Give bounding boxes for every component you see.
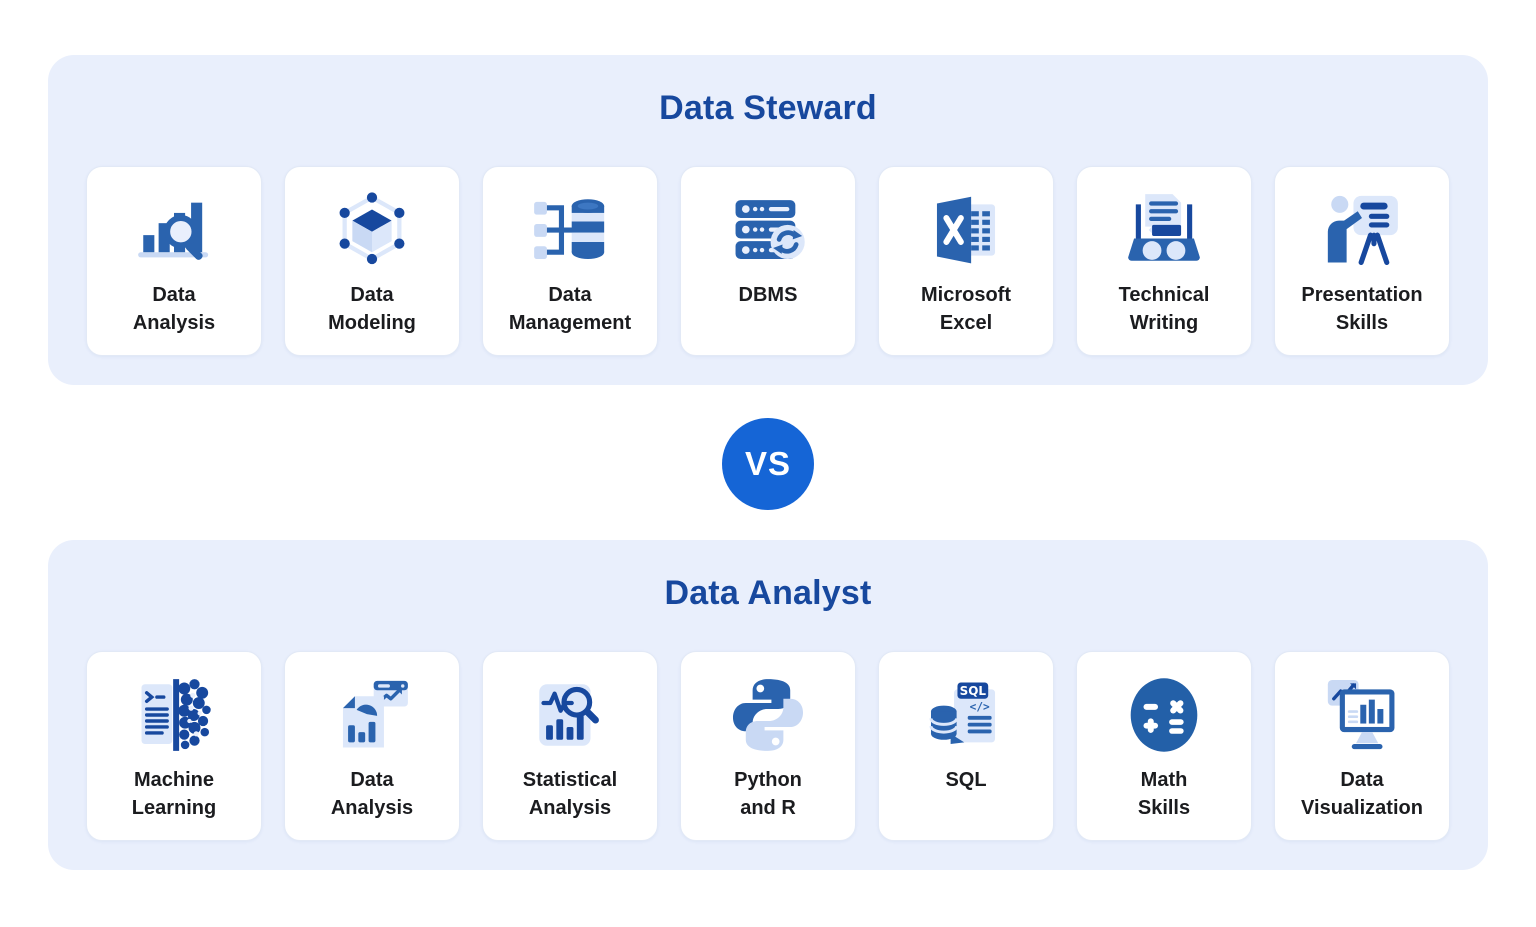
monitor-chart-icon xyxy=(1319,672,1405,758)
skill-label: DBMS xyxy=(738,284,798,306)
skill-label: Data Analysis xyxy=(132,284,216,334)
skill-label: Data Visualization xyxy=(1301,769,1423,819)
card-row: Data Analysis Data Modeling Data Managem… xyxy=(48,166,1488,356)
calculator-symbols-icon xyxy=(1121,672,1207,758)
skill-card: Data Modeling xyxy=(284,166,460,356)
skill-card: Data Management xyxy=(482,166,658,356)
svg-text:SQL: SQL xyxy=(960,684,987,698)
database-tree-icon xyxy=(527,187,613,273)
cube-network-icon xyxy=(329,187,415,273)
skill-label: Statistical Analysis xyxy=(522,769,618,819)
skill-label: Machine Learning xyxy=(131,769,217,819)
typewriter-document-icon xyxy=(1121,187,1207,273)
skill-label: Presentation Skills xyxy=(1301,284,1423,334)
skill-card: Data Visualization xyxy=(1274,651,1450,841)
excel-icon xyxy=(923,187,1009,273)
brain-document-icon xyxy=(131,672,217,758)
skill-card: Data Analysis xyxy=(86,166,262,356)
presenter-easel-icon xyxy=(1319,187,1405,273)
waveform-magnifier-icon xyxy=(527,672,613,758)
skill-label: Data Modeling xyxy=(328,284,416,334)
data-analyst-panel: Data Analyst Machine Learning Data Analy… xyxy=(48,540,1488,870)
skill-card: Microsoft Excel xyxy=(878,166,1054,356)
skill-label: Data Analysis xyxy=(330,769,414,819)
skill-label: Math Skills xyxy=(1137,769,1191,819)
svg-text:</>: </> xyxy=(970,701,990,714)
vs-label: VS xyxy=(744,445,792,482)
bar-chart-magnifier-icon xyxy=(131,187,217,273)
skill-card: Statistical Analysis xyxy=(482,651,658,841)
server-refresh-icon xyxy=(725,187,811,273)
panel-title: Data Steward xyxy=(659,89,877,127)
skill-card: Python and R xyxy=(680,651,856,841)
skill-label: Microsoft Excel xyxy=(921,284,1011,334)
skill-card: DBMS xyxy=(680,166,856,356)
data-steward-panel: Data Steward Data Analysis Data Modeling… xyxy=(48,55,1488,385)
vs-badge: VS xyxy=(722,418,814,510)
python-icon xyxy=(725,672,811,758)
sql-database-icon: SQL </> xyxy=(923,672,1009,758)
skill-card: Machine Learning xyxy=(86,651,262,841)
panel-title: Data Analyst xyxy=(664,574,872,612)
skill-label: SQL xyxy=(945,769,987,791)
card-row: Machine Learning Data Analysis Statistic… xyxy=(48,651,1488,841)
skill-label: Technical Writing xyxy=(1118,284,1210,334)
report-chart-icon xyxy=(329,672,415,758)
skill-label: Python and R xyxy=(734,769,802,819)
skill-card: SQL </> SQL xyxy=(878,651,1054,841)
skill-card: Math Skills xyxy=(1076,651,1252,841)
skill-label: Data Management xyxy=(508,284,632,334)
skill-card: Presentation Skills xyxy=(1274,166,1450,356)
skill-card: Data Analysis xyxy=(284,651,460,841)
skill-card: Technical Writing xyxy=(1076,166,1252,356)
